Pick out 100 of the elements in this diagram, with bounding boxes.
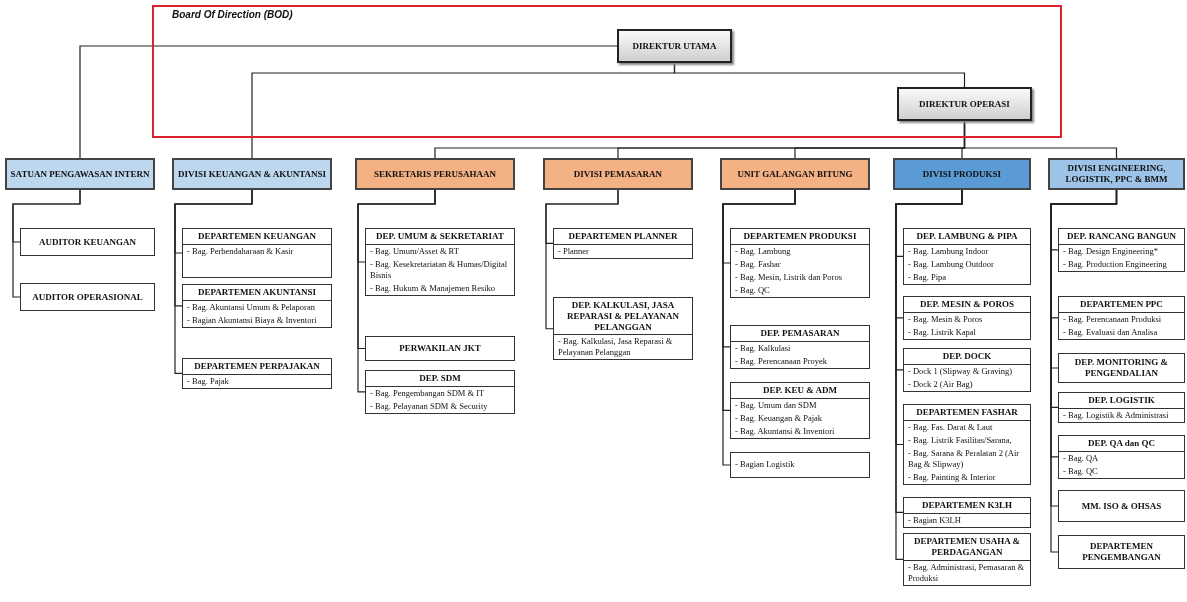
section-item: - Bag. Akuntansi & Inventori (734, 424, 836, 438)
section-item: - Bag. Mesin & Poros (907, 312, 984, 326)
department-box (903, 348, 1031, 392)
department-box (1058, 435, 1185, 479)
section-item: - Bagian Logistik (734, 458, 796, 472)
department-title: DEPARTEMEN USAHA & PERDAGANGAN (904, 534, 1030, 561)
section-item: - Bag. Evaluasi dan Analisa (1062, 325, 1159, 339)
department-title: DEP. PEMASARAN (731, 326, 869, 342)
section-item: - Bag. Akuntansi Umum & Pelaporan (186, 300, 316, 314)
division-title: DIVISI PEMASARAN (573, 168, 663, 180)
department-title: DEPARTEMEN KEUANGAN (183, 229, 331, 245)
section-item: - Bag. Perbendaharaan & Kasir (186, 244, 295, 258)
department-box (20, 228, 155, 256)
department-box (20, 283, 155, 311)
section-item: - Bag. Lambung Outdoor (907, 257, 995, 271)
division-title: SATUAN PENGAWASAN INTERN (10, 168, 150, 180)
section-item: - Planner (557, 244, 590, 258)
division-title: DIVISI PRODUKSI (922, 168, 1002, 180)
section-item: - Bag. Pajak (186, 374, 230, 388)
department-box (903, 533, 1031, 586)
section-item: - Bag. Kalkulasi, Jasa Reparasi & Pelayanan Pelanggan (557, 335, 674, 360)
department-box (365, 336, 515, 361)
department-title: DEPARTEMEN PRODUKSI (731, 229, 869, 245)
section-item: - Bag. Umum dan SDM (734, 398, 818, 412)
department-box (1058, 535, 1185, 569)
connector-line (673, 62, 966, 88)
department-box (730, 325, 870, 369)
section-item: - Bag. Perencanaan Produksi (1062, 312, 1163, 326)
section-item: - Bag. Pipa (907, 270, 947, 284)
department-title: DEP. RANCANG BANGUN (1059, 229, 1184, 245)
section-item: - Bagian Akuntansi Biaya & Inventori (186, 313, 318, 327)
department-title: AUDITOR KEUANGAN (37, 235, 138, 249)
department-box (182, 228, 332, 278)
board-frame (152, 5, 1062, 138)
section-item: - Bag. Listrik Fasilitas/Sarana, (907, 433, 1013, 447)
department-box (903, 497, 1031, 528)
division-title: DIVISI ENGINEERING, LOGISTIK, PPC & BMM (1064, 163, 1169, 185)
section-item: - Bag. QC (1062, 464, 1099, 478)
department-title: DEP. QA dan QC (1059, 436, 1184, 452)
division-box (720, 158, 870, 190)
department-box (553, 297, 693, 361)
department-box (1058, 228, 1185, 272)
director-title: DIREKTUR UTAMA (632, 40, 717, 52)
director-box (617, 29, 732, 63)
section-item: - Bag. Keuangan & Pajak (734, 411, 824, 425)
department-box (553, 228, 693, 259)
department-title: DEPARTEMEN K3LH (904, 498, 1030, 514)
section-item: - Bag. Lambung (734, 244, 792, 258)
section-item: - Bag. Perencanaan Proyek (734, 354, 829, 368)
department-box (903, 296, 1031, 340)
section-item: - Bag. QA (1062, 451, 1100, 465)
department-box (365, 228, 515, 296)
department-title: DEP. DOCK (904, 349, 1030, 365)
section-item: - Bag. Administrasi, Pemasaran & Produksi (907, 560, 1026, 585)
section-item: - Bag. Painting & Interior (907, 471, 997, 484)
section-item: - Bag. Umum/Asset & RT (369, 244, 460, 258)
section-item: - Bag. Hukum & Manajemen Resiko (369, 281, 497, 295)
division-box (5, 158, 155, 190)
department-title: DEPARTEMEN PENGEMBANGAN (1081, 540, 1162, 564)
department-title: DEPARTEMEN PLANNER (554, 229, 692, 245)
section-item: - Bag. Pengembangan SDM & IT (369, 386, 486, 400)
division-box (172, 158, 332, 190)
connector-line (545, 189, 619, 330)
connector-line (12, 189, 81, 298)
department-title: DEPARTEMEN PPC (1059, 297, 1184, 313)
division-box (1048, 158, 1185, 190)
section-item: - Bag. Kesekretariatan & Humas/Digital Bisnis (369, 257, 509, 282)
department-title: DEP. MESIN & POROS (904, 297, 1030, 313)
connector-line (79, 45, 618, 159)
department-box (730, 452, 870, 478)
division-box (543, 158, 693, 190)
department-box (182, 284, 332, 328)
department-title: DEP. LAMBUNG & PIPA (904, 229, 1030, 245)
connector-line (963, 120, 1118, 159)
department-box (182, 358, 332, 389)
section-item: - Bagian K3LH (907, 513, 962, 527)
section-item: - Bag. Fashar (734, 257, 782, 271)
division-title: UNIT GALANGAN BITUNG (737, 168, 853, 180)
section-item: - Bag. Production Engineering (1062, 257, 1168, 271)
director-title: DIREKTUR OPERASI (919, 98, 1010, 110)
department-box (1058, 353, 1185, 383)
division-title: SEKRETARIS PERUSAHAAN (373, 168, 497, 180)
section-item: - Bag. Design Engineering* (1062, 244, 1159, 258)
group-title: Board Of Direction (BOD) (172, 9, 293, 20)
director-box (897, 87, 1032, 121)
section-item: - Bag. Pelayanan SDM & Security (369, 399, 489, 413)
department-box (1058, 296, 1185, 340)
department-box (903, 228, 1031, 285)
department-box (365, 370, 515, 414)
department-title: DEPARTEMEN PERPAJAKAN (183, 359, 331, 375)
department-title: DEP. SDM (366, 371, 514, 387)
section-item: - Dock 1 (Slipway & Graving) (907, 364, 1014, 378)
division-box (893, 158, 1031, 190)
department-title: PERWAKILAN JKT (398, 342, 482, 356)
department-title: DEPARTEMEN AKUNTANSI (183, 285, 331, 301)
connector-line (174, 189, 253, 375)
department-title: AUDITOR OPERASIONAL (31, 290, 144, 304)
department-title: DEP. KALKULASI, JASA REPARASI & PELAYANAN PELANGGAN (554, 298, 692, 336)
connector-line (722, 189, 796, 466)
department-title: DEPARTEMEN FASHAR (904, 405, 1030, 421)
